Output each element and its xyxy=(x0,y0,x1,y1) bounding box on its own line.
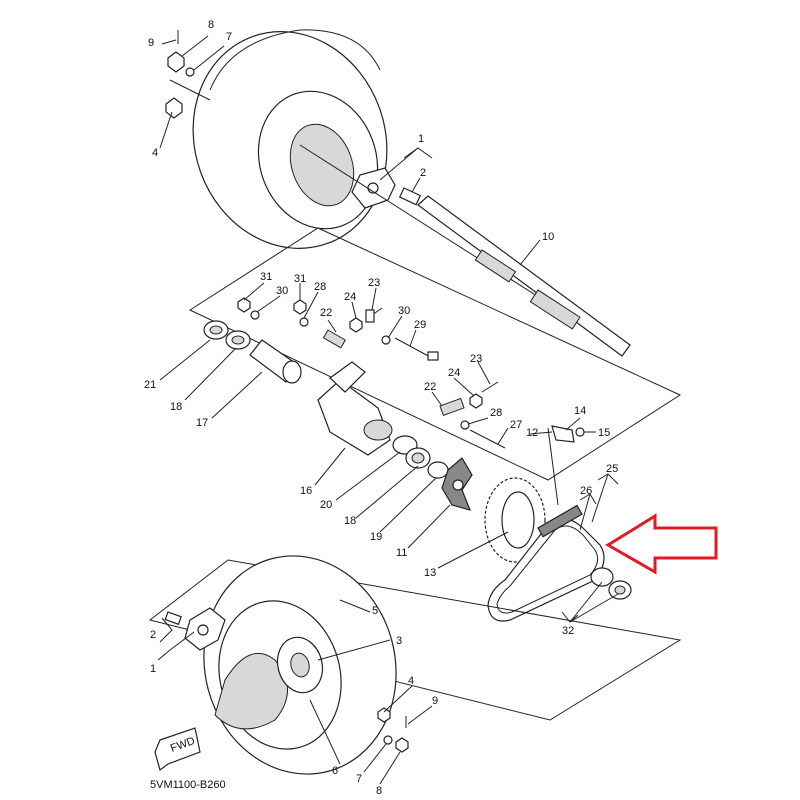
sprocket-hub xyxy=(441,457,473,511)
callout-17: 17 xyxy=(196,417,208,429)
chain-roller-set xyxy=(590,567,632,600)
callout-23-b: 23 xyxy=(470,353,482,365)
diagram-code: 5VM1100-B260 xyxy=(150,779,226,791)
callout-8-bottom: 8 xyxy=(376,785,382,797)
callout-13: 13 xyxy=(424,567,436,579)
callout-32: 32 xyxy=(562,625,574,637)
callout-24-a: 24 xyxy=(344,291,356,303)
callout-19: 19 xyxy=(370,531,382,543)
callout-7-top: 7 xyxy=(226,31,232,43)
rear-sprocket xyxy=(484,477,546,563)
highlight-arrow xyxy=(605,513,718,575)
callout-10: 10 xyxy=(542,231,554,243)
drive-chain xyxy=(487,504,605,622)
callout-22-a: 22 xyxy=(320,307,332,319)
bottom-hub xyxy=(164,607,226,651)
callout-4-top: 4 xyxy=(152,147,158,159)
callout-11: 11 xyxy=(396,547,407,559)
callout-labels: 9 8 7 4 1 2 10 31 30 31 28 22 24 23 30 2… xyxy=(144,19,618,797)
callout-18-b: 18 xyxy=(344,515,356,527)
leader-lines xyxy=(157,35,619,785)
left-bearing-set xyxy=(203,320,302,384)
callout-8-top: 8 xyxy=(208,19,214,31)
axle-carrier xyxy=(317,361,393,456)
callout-29: 29 xyxy=(414,319,426,331)
callout-9-top: 9 xyxy=(148,37,154,49)
callout-2-top: 2 xyxy=(420,167,426,179)
callout-27: 27 xyxy=(510,419,522,431)
top-wheel xyxy=(169,29,388,249)
callout-9-bottom: 9 xyxy=(432,695,438,707)
callout-30-b: 30 xyxy=(398,305,410,317)
callout-31-a: 31 xyxy=(260,271,272,283)
callout-26: 26 xyxy=(580,485,592,497)
callout-15: 15 xyxy=(598,427,610,439)
callout-1-top: 1 xyxy=(418,133,424,145)
chain-guide xyxy=(547,425,585,506)
callout-3: 3 xyxy=(396,635,402,647)
rear-axle xyxy=(299,144,631,357)
callout-21: 21 xyxy=(144,379,156,391)
callout-20: 20 xyxy=(320,499,332,511)
callout-28-a: 28 xyxy=(314,281,326,293)
callout-7-bottom: 7 xyxy=(356,773,362,785)
callout-18-a: 18 xyxy=(170,401,182,413)
top-hub xyxy=(351,167,422,209)
callout-2-bottom: 2 xyxy=(150,629,156,641)
callout-23-a: 23 xyxy=(368,277,380,289)
callout-24-b: 24 xyxy=(448,367,460,379)
callout-6: 6 xyxy=(332,765,338,777)
callout-25: 25 xyxy=(606,463,618,475)
callout-30-a: 30 xyxy=(276,285,288,297)
right-bearing-set xyxy=(392,435,449,479)
callout-14: 14 xyxy=(574,405,586,417)
callout-16: 16 xyxy=(300,485,312,497)
top-nut-stack xyxy=(165,30,195,119)
bottom-nut-stack xyxy=(377,707,409,753)
assembly-frame xyxy=(188,227,682,481)
callout-12: 12 xyxy=(526,427,538,439)
callout-31-b: 31 xyxy=(294,273,306,285)
callout-4-bottom: 4 xyxy=(408,675,414,687)
lower-frame xyxy=(148,559,682,721)
fwd-badge: FWD xyxy=(154,727,201,772)
callout-1-bottom: 1 xyxy=(150,663,156,675)
callout-5: 5 xyxy=(372,605,378,617)
callout-28-b: 28 xyxy=(490,407,502,419)
callout-22-b: 22 xyxy=(424,381,436,393)
bottom-wheel xyxy=(203,555,397,775)
